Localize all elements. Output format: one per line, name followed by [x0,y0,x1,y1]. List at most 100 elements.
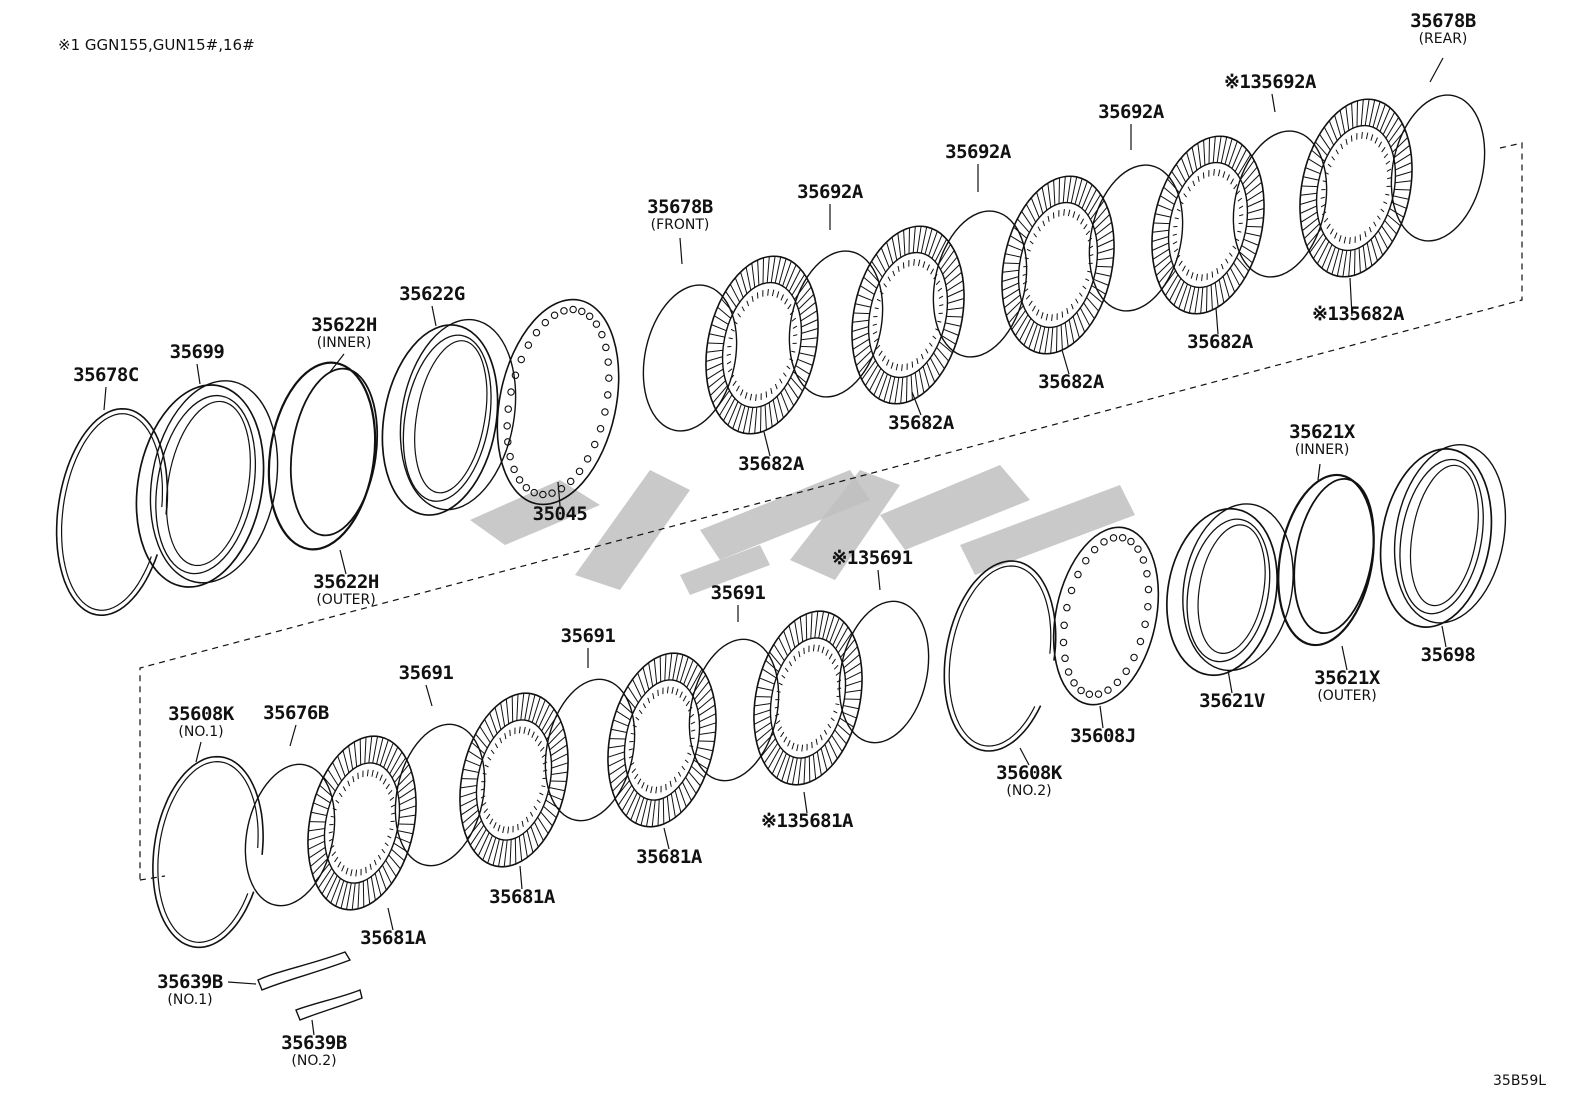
callout-35045[interactable]: 35045 [533,505,588,524]
part-note: (OUTER) [316,592,376,608]
callout-35608k-no2[interactable]: 35608K (NO.2) [996,764,1062,799]
leader-line [1019,747,1030,766]
part-number: ※135681A [761,810,854,832]
part-number: 35682A [888,412,954,434]
leader-line [311,1019,315,1036]
leader-line [1061,349,1070,375]
callout-35622g[interactable]: 35622G [399,285,465,304]
callout-35621x-inner[interactable]: 35621X (INNER) [1289,423,1355,458]
plate-35691 [383,716,486,867]
part-note: (NO.2) [1006,783,1052,799]
part-note: (NO.1) [178,724,224,740]
part-number: 35699 [169,341,225,363]
leader-line [1429,57,1444,83]
callout-35678c[interactable]: 35678C [73,366,139,385]
disc-35682a [1151,135,1265,315]
part-number: 35682A [1038,371,1104,393]
watermark-stroke [960,485,1135,575]
callout-35622h-outer[interactable]: 35622H (OUTER) [313,571,379,608]
part-number: 35639B [157,971,223,993]
part-number: 35682A [1187,331,1253,353]
plate-35692a [921,202,1028,358]
part-number: ※135691 [831,547,913,569]
part-number: 35691 [560,625,616,647]
callout-35692a[interactable]: 35692A [945,143,1011,162]
part-number: 35692A [945,141,1011,163]
leader-line [431,305,437,327]
callout-35682a[interactable]: 35682A [1187,333,1253,352]
leader-line [425,684,433,707]
callout-35691[interactable]: 35691 [711,584,766,603]
applicability-note: ※1 GGN155,GUN15#,16# [58,36,255,54]
callout-35692a-variant[interactable]: ※135692A [1224,71,1317,93]
callout-35608j[interactable]: 35608J [1070,727,1136,746]
part-number: 35608K [168,703,234,725]
part-note: (REAR) [1418,31,1468,47]
disc-35682a-variant [1299,98,1413,278]
callout-35622h-inner[interactable]: 35622H (INNER) [311,316,377,351]
disc-35682a [851,225,965,405]
part-number: ※135682A [1312,303,1405,325]
plate-35692a [1077,156,1184,312]
callout-35639b-no2[interactable]: 35639B (NO.2) [281,1034,347,1069]
leader-line [1349,277,1353,317]
part-number: 35692A [1098,101,1164,123]
callout-35692a[interactable]: 35692A [1098,103,1164,122]
watermark-stroke [880,465,1030,550]
oring-35622h [267,361,379,551]
leader-line [911,391,922,416]
callout-35682a-variant[interactable]: ※135682A [1312,303,1405,325]
callout-35681a[interactable]: 35681A [489,888,555,907]
callout-35681a[interactable]: 35681A [636,848,702,867]
callout-35678b-front[interactable]: 35678B (FRONT) [647,198,713,233]
callout-35682a[interactable]: 35682A [888,414,954,433]
callout-35699[interactable]: 35699 [170,343,225,362]
callout-35698[interactable]: 35698 [1421,646,1476,665]
callout-35608k-no1[interactable]: 35608K (NO.1) [168,703,234,740]
guide-line [139,142,1523,880]
part-number: ※135692A [1224,71,1317,93]
part-number: 35621X [1314,667,1380,689]
part-note: (INNER) [1294,442,1350,458]
callout-35678b-rear[interactable]: 35678B (REAR) [1410,10,1476,47]
callout-35621x-outer[interactable]: 35621X (OUTER) [1314,667,1380,704]
callout-35681a-variant[interactable]: ※135681A [761,810,854,832]
part-drawings [55,86,1507,1021]
leader-line [1271,93,1276,113]
callout-35691[interactable]: 35691 [561,627,616,646]
part-number: 35678B [1410,10,1476,32]
leader-line [1099,705,1104,729]
part-number: 35691 [710,582,766,604]
part-number: 35045 [532,503,588,525]
plate-35676b [233,756,336,907]
diagram-code: 35B59L [1493,1073,1547,1089]
callout-35682a[interactable]: 35682A [738,455,804,474]
part-number: 35622H [313,571,379,593]
part-number: 35681A [489,886,555,908]
callout-35681a[interactable]: 35681A [360,929,426,948]
part-number: 35622G [399,283,465,305]
callout-35691[interactable]: 35691 [399,664,454,683]
watermark-stroke [790,470,900,580]
callout-35676b[interactable]: 35676B [263,704,329,723]
snap-ring-35608k-no1 [152,755,264,949]
spring-35639b-no1 [257,951,352,991]
disc-35681a [607,652,717,828]
retainer-35608j [1052,526,1160,706]
snap-ring-35678c [55,407,169,616]
piston-35699 [135,380,279,588]
callout-35682a[interactable]: 35682A [1038,373,1104,392]
leader-line [1317,463,1321,481]
leader-line [519,865,523,890]
leader-line [1441,625,1447,648]
callout-35639b-no1[interactable]: 35639B (NO.1) [157,971,223,1008]
callout-35691-variant[interactable]: ※135691 [831,547,913,569]
leader-line [329,353,345,373]
leader-lines [103,57,1447,1036]
part-number: 35681A [360,927,426,949]
leader-line [763,431,771,457]
callout-35692a[interactable]: 35692A [797,183,863,202]
callout-35621v[interactable]: 35621V [1199,692,1265,711]
